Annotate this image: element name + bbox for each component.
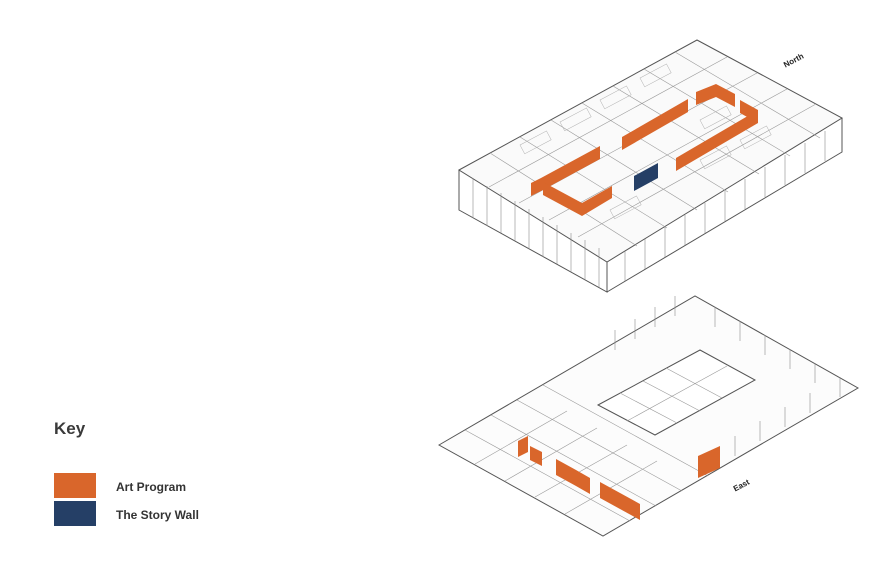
art-program-segment [531, 178, 541, 196]
art-program-segment [696, 84, 716, 105]
upper-floor-plan [458, 39, 844, 293]
upper-interior-walls [488, 51, 821, 247]
legend-swatch-art-program [54, 473, 96, 498]
upper-story-wall [634, 163, 658, 191]
lower-art-program-walls [518, 436, 720, 520]
art-program-segment [716, 84, 735, 107]
legend-label-art-program: Art Program [116, 480, 187, 494]
lower-core-rooms [619, 365, 728, 424]
art-program-segment [556, 459, 576, 486]
legend-swatch-story-wall [54, 501, 96, 526]
art-program-segment [622, 99, 688, 150]
upper-floor-outline [458, 39, 844, 263]
art-program-segment [518, 436, 528, 457]
lower-perimeter-mullions [614, 296, 841, 456]
art-program-segment [543, 182, 582, 216]
art-program-segment [582, 186, 612, 216]
legend-title: Key [54, 419, 86, 438]
art-program-segment [541, 146, 600, 191]
upper-facade-mullions [472, 131, 826, 287]
upper-floor-facade-left [458, 170, 608, 293]
art-program-segment [530, 446, 542, 466]
upper-desk-clusters [519, 63, 772, 220]
art-program-segment [698, 446, 720, 478]
lower-office-rooms [464, 384, 709, 522]
lower-floor-plan [437, 295, 860, 537]
legend-label-story-wall: The Story Wall [116, 508, 199, 522]
art-program-segment [600, 482, 640, 520]
art-program-segment [576, 470, 590, 494]
upper-floor-facade-right [606, 118, 843, 293]
upper-art-program-wall [531, 84, 758, 216]
art-program-segment [676, 110, 758, 171]
